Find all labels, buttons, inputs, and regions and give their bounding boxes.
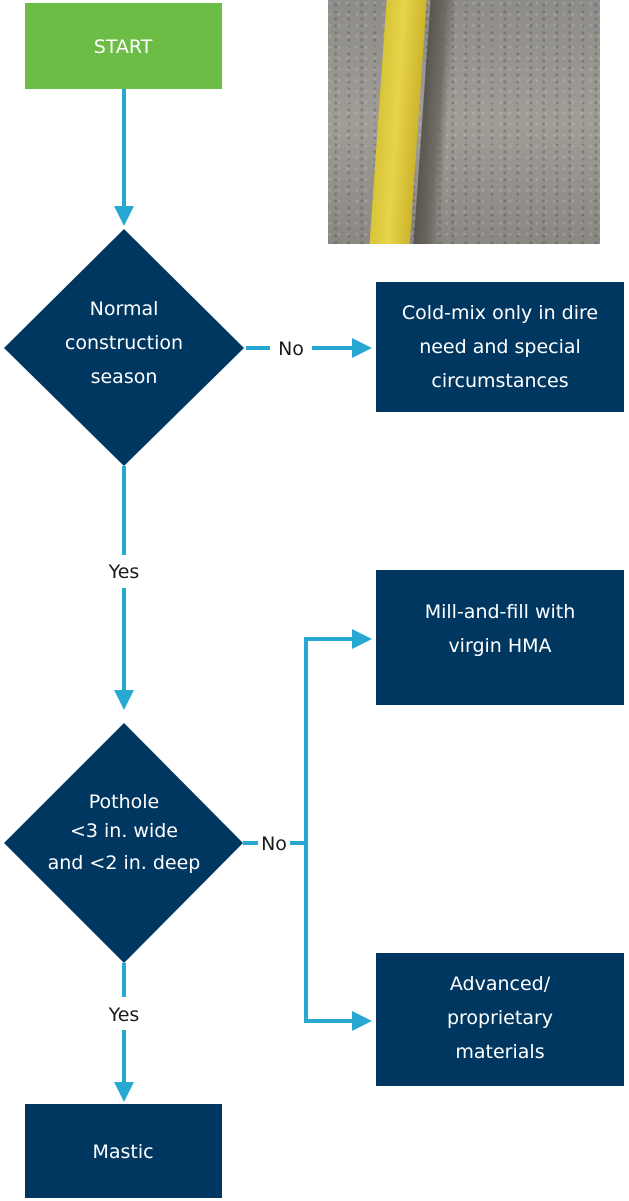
decision2-no-label: No	[261, 833, 287, 855]
millfill-line-1: Mill-and-fill with	[425, 601, 576, 623]
coldmix-line-1: Cold-mix only in dire	[402, 302, 598, 324]
millfill-node	[376, 570, 624, 705]
pavement-pothole-photo	[328, 0, 600, 244]
arrowhead	[352, 338, 372, 358]
coldmix-line-3: circumstances	[431, 370, 568, 392]
arrowhead	[114, 1082, 134, 1102]
coldmix-line-2: need and special	[419, 336, 581, 358]
decision2-line-3: and <2 in. deep	[48, 852, 201, 874]
advanced-line-1: Advanced/	[450, 973, 551, 995]
arrowhead	[114, 206, 134, 226]
start-node	[25, 3, 222, 89]
start-node-label: START	[94, 36, 153, 58]
decision1-line-1: Normal	[90, 298, 159, 320]
connectors	[114, 89, 372, 1102]
advanced-line-2: proprietary	[447, 1007, 553, 1029]
decision2-line-1: Pothole	[89, 791, 160, 813]
decision2-line-2: <3 in. wide	[70, 820, 178, 842]
mastic-node	[25, 1104, 222, 1198]
coldmix-node	[376, 282, 624, 412]
decision-normal-construction-season	[4, 229, 244, 466]
advanced-node	[376, 953, 624, 1086]
mastic-node-label: Mastic	[92, 1141, 153, 1163]
arrowhead	[114, 690, 134, 710]
decision1-yes-label: Yes	[108, 561, 140, 583]
advanced-line-3: materials	[455, 1041, 544, 1063]
decision-pothole-size	[4, 723, 243, 963]
decision1-line-3: season	[91, 366, 158, 388]
decision1-no-label: No	[278, 338, 304, 360]
millfill-line-2: virgin HMA	[448, 635, 551, 657]
decision1-line-2: construction	[65, 332, 183, 354]
decision2-yes-label: Yes	[108, 1004, 140, 1026]
arrowhead	[352, 1011, 372, 1031]
arrowhead	[352, 629, 372, 649]
